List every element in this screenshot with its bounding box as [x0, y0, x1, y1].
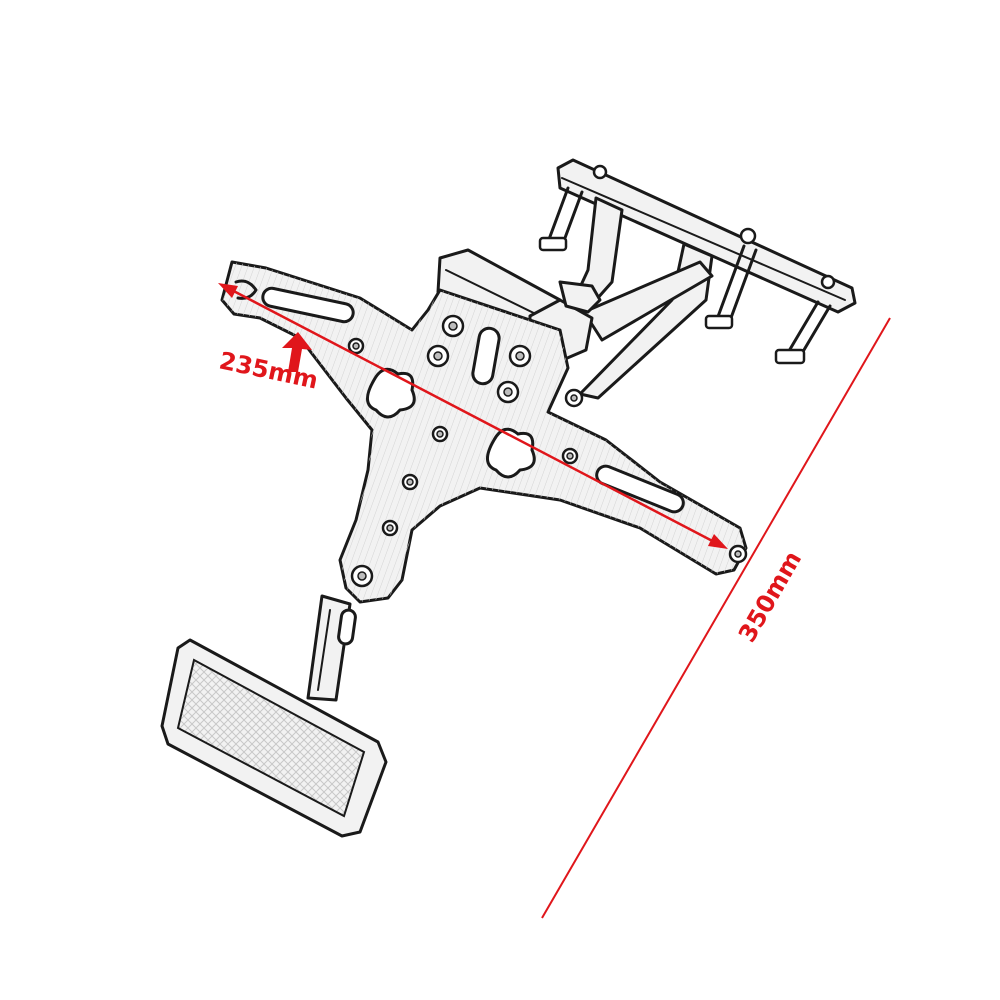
mounting-bolts	[347, 314, 748, 588]
pointer-arrow-icon	[282, 332, 312, 372]
width-arrowhead-left	[218, 283, 238, 298]
mounting-frame	[538, 158, 857, 400]
rectangular-reflector-icon	[160, 638, 388, 838]
width-arrowhead-right	[708, 534, 728, 549]
width-dimension-label: 235mm	[217, 346, 321, 394]
height-dimension-label: 350mm	[733, 546, 807, 647]
height-dimension-line	[541, 317, 891, 919]
width-dimension-line	[223, 284, 723, 548]
height-dimension: 350mm	[541, 317, 891, 919]
